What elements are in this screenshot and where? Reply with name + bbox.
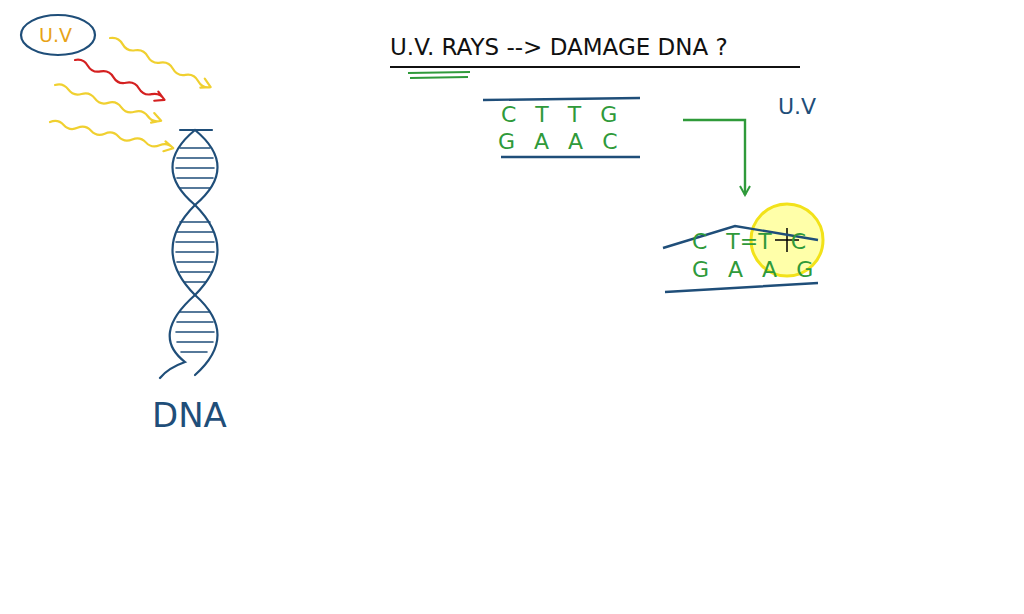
part-label: DNA	[152, 398, 227, 432]
diagram-title: U.V. RAYS --> DAMAGE DNA ?	[390, 36, 728, 59]
uv-ray	[73, 55, 167, 104]
uv-ray	[108, 34, 213, 92]
kinked-strand-line	[663, 226, 818, 292]
node-text: C T=T C	[692, 231, 806, 253]
helix-strand	[160, 130, 218, 378]
strand-line	[483, 98, 640, 157]
title-underline	[390, 66, 800, 68]
node-text: C T T G	[501, 104, 617, 126]
source-ellipse: U.V	[20, 14, 96, 56]
green-underline	[408, 72, 470, 78]
node-text: G A A C	[498, 131, 618, 153]
node-outline	[20, 14, 96, 56]
cursor-cross	[775, 228, 799, 252]
helix-rung	[176, 148, 214, 352]
highlight-circle	[751, 204, 823, 276]
edge-label: U.V	[778, 96, 816, 118]
ellipse-outline	[21, 15, 95, 55]
uv-ray	[49, 117, 174, 153]
helix-end	[180, 129, 212, 131]
node-text: U.V	[39, 26, 72, 45]
dna-sequence: C T T G G A A C	[483, 95, 683, 160]
process-arrow	[683, 120, 745, 195]
node-text: G A A G	[692, 259, 813, 281]
uv-ray	[53, 80, 162, 125]
helix-strand	[173, 130, 218, 375]
node-outline	[660, 195, 825, 295]
node-outline	[483, 95, 683, 160]
damaged-sequence: C T=T C G A A G	[660, 195, 825, 295]
